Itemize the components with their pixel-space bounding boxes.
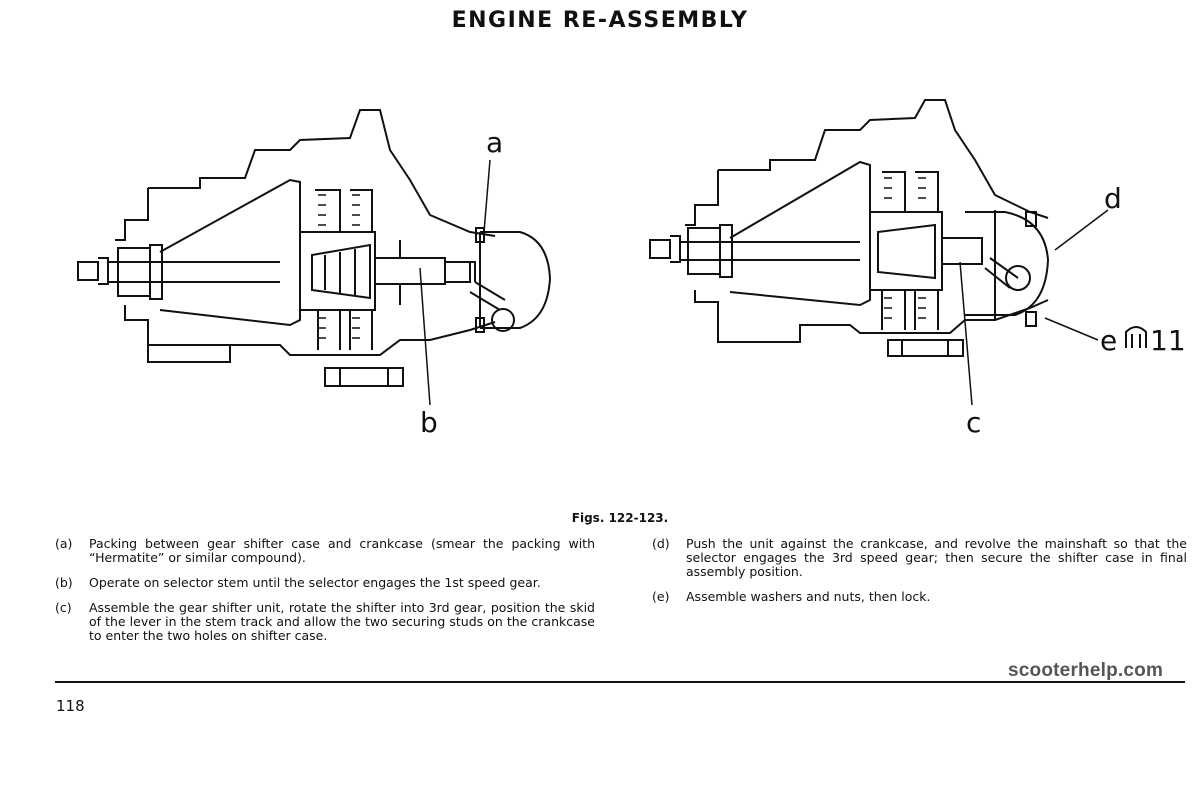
step-text: Assemble washers and nuts, then lock. [686, 589, 931, 604]
step-letter: (b) [55, 575, 73, 590]
label-a: a [486, 126, 503, 159]
step-letter: (e) [652, 589, 670, 604]
steps-right-column: (d) Push the unit against the crankcase,… [652, 537, 1187, 615]
step-letter: (c) [55, 600, 72, 615]
page-number: 118 [56, 697, 85, 715]
figure-122 [77, 109, 552, 406]
label-b: b [420, 406, 438, 439]
label-d: d [1104, 182, 1122, 215]
step-text: Push the unit against the crankcase, and… [686, 536, 1187, 579]
figure-caption: Figs. 122-123. [571, 511, 669, 525]
watermark: scooterhelp.com [1008, 660, 1164, 681]
page-title: ENGINE RE-ASSEMBLY [451, 8, 749, 33]
footer-rule [55, 681, 1185, 683]
step-item: (d) Push the unit against the crankcase,… [652, 537, 1187, 579]
step-text: Assemble the gear shifter unit, rotate t… [89, 600, 595, 643]
step-letter: (a) [55, 536, 73, 551]
step-text: Operate on selector stem until the selec… [89, 575, 541, 590]
step-item: (b) Operate on selector stem until the s… [55, 576, 595, 590]
label-e: e [1100, 324, 1117, 357]
step-letter: (d) [652, 536, 670, 551]
step-text: Packing between gear shifter case and cr… [89, 536, 595, 565]
step-item: (c) Assemble the gear shifter unit, rota… [55, 601, 595, 643]
engine-diagrams: a b d e 11 c [77, 99, 1186, 439]
steps-left-column: (a) Packing between gear shifter case an… [55, 537, 595, 654]
tool-number: 11 [1150, 324, 1186, 357]
step-item: (a) Packing between gear shifter case an… [55, 537, 595, 565]
figure-123 [649, 99, 1147, 406]
label-c: c [966, 406, 981, 439]
step-item: (e) Assemble washers and nuts, then lock… [652, 590, 1187, 604]
